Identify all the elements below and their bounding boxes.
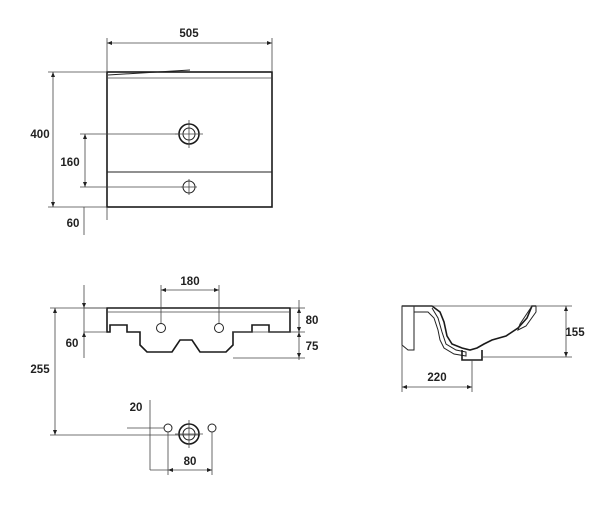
dim-hole-spacing: 180 (180, 276, 199, 288)
detail-hole-right-icon (207, 423, 217, 433)
dim-section-depth: 220 (427, 372, 446, 384)
dim-detail-offset: 20 (130, 402, 143, 414)
dim-side-offset: 60 (66, 338, 79, 350)
dim-body-height: 75 (306, 341, 319, 353)
dim-detail-spacing: 80 (184, 456, 197, 468)
front-hole-left-icon (156, 323, 166, 333)
dim-depth: 400 (30, 129, 49, 141)
basin-outline-front (106, 307, 291, 353)
section-wall-left (401, 305, 415, 351)
dim-rim-height: 80 (306, 315, 319, 327)
drain-detail: 20 80 (50, 400, 217, 475)
dim-drain-offset: 60 (67, 218, 80, 230)
rim-edge-line (107, 69, 191, 76)
top-view: 505 400 160 60 (30, 28, 273, 235)
front-view: 180 80 75 60 255 (30, 276, 319, 435)
side-section: 155 220 (401, 305, 585, 392)
dim-total-height: 255 (30, 364, 50, 376)
dim-section-height: 155 (565, 327, 585, 339)
section-inner-profile (402, 305, 536, 351)
dim-tap-drain: 160 (60, 157, 79, 169)
dim-width: 505 (179, 28, 199, 40)
detail-hole-left-icon (163, 423, 173, 433)
front-hole-right-icon (214, 323, 224, 333)
basin-outline-top (106, 71, 273, 208)
